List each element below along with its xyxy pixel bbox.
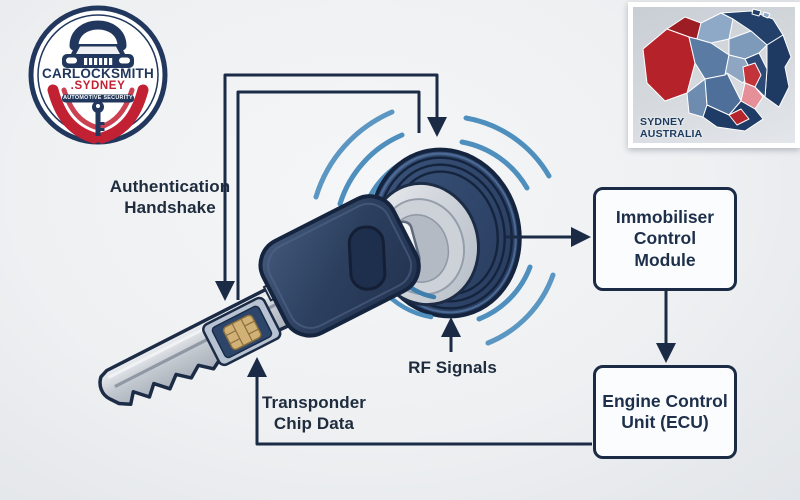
car-icon	[62, 44, 134, 68]
logo-tagline: AUTOMOTIVE SECURITY	[62, 94, 134, 103]
transponder-chip	[202, 296, 282, 367]
flow-arrows	[215, 73, 676, 446]
logo-badge	[28, 5, 168, 145]
label-rf-signals: RF Signals	[408, 358, 497, 377]
key-head	[258, 194, 421, 338]
chip-contacts	[222, 314, 262, 351]
map-caption-australia: AUSTRALIA	[640, 128, 703, 140]
key-head-hole	[347, 225, 387, 291]
immobiliser-box-label: Immobiliser Control Module	[615, 206, 715, 270]
handshake-arrow-inner	[236, 90, 421, 300]
immobiliser-control-module-box: Immobiliser Control Module	[593, 187, 737, 291]
label-transponder-chip-data: Transponder Chip Data	[261, 393, 367, 434]
carlocksmith-sydney-logo: CARLOCKSMITH .SYDNEY AUTOMOTIVE SECURITY	[22, 4, 174, 146]
transponder-key	[98, 194, 421, 407]
logo-brand-name: CARLOCKSMITH	[42, 66, 154, 81]
arrow-ecu-to-key	[255, 374, 592, 446]
engine-control-unit-box: Engine Control Unit (ECU)	[593, 365, 737, 459]
map-regions	[642, 8, 792, 132]
logo-brand-tld: .SYDNEY	[70, 80, 126, 92]
key-icon	[92, 101, 105, 136]
sydney-map-panel: SYDNEY AUSTRALIA	[628, 2, 800, 148]
handshake-arrow-outer	[223, 73, 439, 284]
map-caption-sydney: SYDNEY	[640, 116, 685, 128]
sydney-region-map	[633, 7, 795, 143]
ecu-box-label: Engine Control Unit (ECU)	[602, 390, 728, 432]
padlock-shackle-icon	[69, 20, 127, 51]
rf-signal-waves	[313, 109, 556, 346]
label-authentication-handshake: Authentication Handshake	[109, 177, 231, 218]
